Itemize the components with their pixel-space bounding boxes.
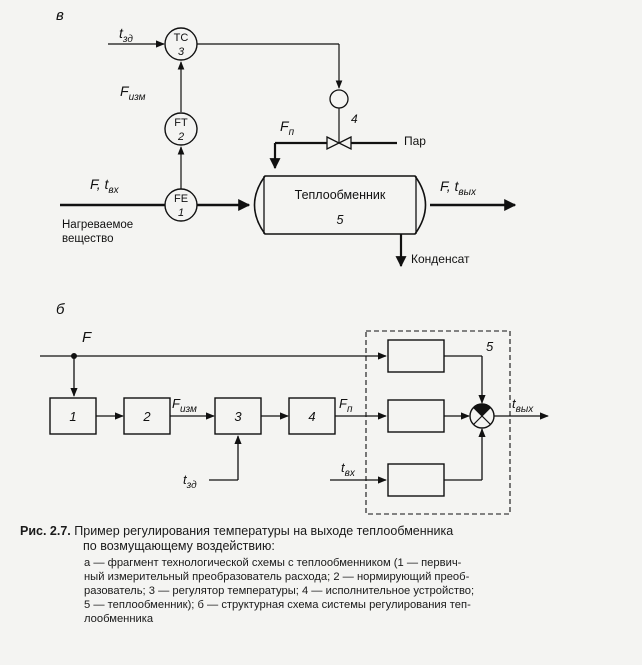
fe-tag: FE — [174, 193, 188, 205]
actuator-circle — [329, 89, 349, 109]
tc-tag: TC — [174, 32, 189, 44]
b-measured-flow-label: Fизм — [172, 396, 197, 415]
ft-transmitter-circle — [164, 112, 198, 146]
disturbance-label: F — [82, 329, 92, 346]
hx-num: 5 — [337, 213, 344, 227]
b-setpoint-label: tзд — [183, 472, 197, 491]
block-3-num: 3 — [234, 409, 242, 424]
caption-line-4: 5 — теплообменник); б — структурная схем… — [84, 599, 471, 611]
plant-num: 5 — [486, 339, 494, 354]
tc-num: 3 — [178, 46, 185, 58]
hx-name: Теплообменник — [295, 188, 386, 202]
panel-a: в tзд TC 3 4 Пар Fп Fизм FT 2 FE 1 — [56, 7, 517, 268]
valve-num: 4 — [351, 112, 358, 126]
figure-diagram: в tзд TC 3 4 Пар Fп Fизм FT 2 FE 1 — [40, 7, 549, 515]
caption-title-1: Пример регулирования температуры на выхо… — [74, 524, 454, 538]
block-4-num: 4 — [308, 409, 315, 424]
heated-substance-line2: вещество — [62, 233, 114, 245]
ft-tag: FT — [174, 117, 188, 129]
heat-exchanger-body — [253, 175, 427, 235]
block-1-num: 1 — [69, 409, 76, 424]
outlet-label: F, tвых — [440, 178, 477, 198]
plant-inlet-block — [387, 463, 445, 497]
inlet-label: F, tвх — [90, 176, 120, 196]
b-steam-flow-label: Fп — [339, 396, 353, 415]
block-2-num: 2 — [142, 409, 151, 424]
condensate-label: Конденсат — [411, 252, 470, 266]
caption-lead: Рис. 2.7. — [20, 524, 71, 538]
caption-line-1: а — фрагмент технологической схемы с теп… — [84, 557, 462, 569]
caption-line-2: ный измерительный преобразователь расход… — [84, 571, 470, 583]
fe-num: 1 — [178, 207, 184, 219]
plant-disturbance-block — [387, 339, 445, 373]
measured-flow-label: Fизм — [120, 83, 146, 103]
steam-flow-label: Fп — [280, 118, 295, 138]
steam-label: Пар — [404, 134, 426, 148]
caption-line-3: разователь; 3 — регулятор температуры; 4… — [84, 585, 475, 597]
figure-caption: Рис. 2.7. Пример регулирования температу… — [20, 524, 632, 626]
b-output-temp-label: tвых — [512, 396, 534, 415]
plant-control-block — [387, 399, 445, 433]
b-inlet-temp-label: tвх — [341, 460, 356, 479]
panel-b: б F 5 1 2 Fизм 3 4 Fп tзд tвх — [40, 301, 549, 515]
panel-a-label: в — [56, 7, 64, 24]
caption-title-2: по возмущающему воздействию: — [83, 539, 275, 553]
summing-junction-icon — [469, 403, 495, 429]
panel-b-label: б — [56, 301, 65, 318]
plant-dashed-boundary — [365, 330, 511, 515]
ft-num: 2 — [177, 131, 184, 143]
heated-substance-line1: Нагреваемое — [62, 219, 133, 231]
tc-setpoint-label: tзд — [119, 25, 133, 45]
caption-line-5: лообменника — [84, 613, 154, 625]
